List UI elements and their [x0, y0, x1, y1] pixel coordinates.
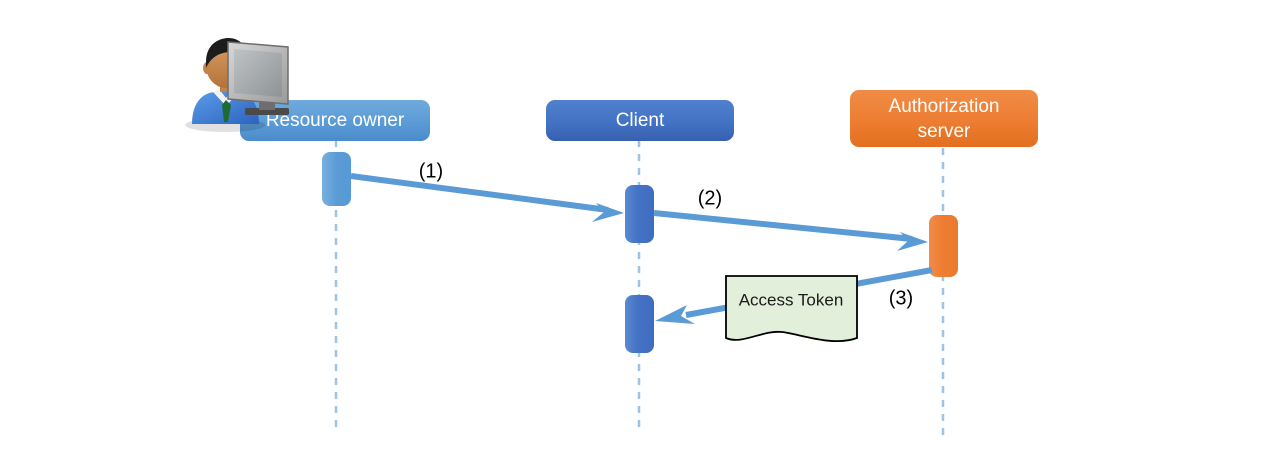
message-arrow-1[interactable]: (1)	[350, 160, 624, 222]
participant-authorization-server[interactable]: Authorization server	[850, 90, 1038, 147]
message-line-2	[653, 210, 913, 242]
message-arrowhead-2	[897, 232, 928, 251]
message-arrowhead-1	[592, 203, 624, 222]
activation-auth-server[interactable]	[929, 215, 958, 277]
message-label-1: (1)	[419, 160, 443, 182]
activation-bars	[322, 152, 958, 353]
participant-label-authorization-server-line1: Authorization	[889, 96, 1000, 117]
message-arrowhead-3	[655, 305, 695, 324]
note-access-token[interactable]: Access Token	[725, 275, 858, 343]
activation-resource-owner[interactable]	[322, 152, 351, 206]
note-shape-access-token	[725, 275, 858, 343]
note-label-access-token: Access Token	[739, 290, 844, 309]
participant-label-resource-owner: Resource owner	[266, 110, 405, 131]
participant-label-client: Client	[616, 110, 665, 131]
participant-box-authorization-server[interactable]	[850, 90, 1038, 147]
message-label-2: (2)	[698, 187, 722, 209]
message-line-1	[350, 173, 609, 213]
user-at-computer-icon	[185, 38, 289, 132]
activation-client-bottom[interactable]	[625, 295, 654, 353]
activation-client-top[interactable]	[625, 185, 654, 243]
message-label-3: (3)	[889, 287, 913, 309]
message-arrow-2[interactable]: (2)	[653, 187, 928, 251]
participant-label-authorization-server-line2: server	[918, 121, 971, 142]
participant-box-client[interactable]	[546, 100, 734, 141]
participant-client[interactable]: Client	[546, 100, 734, 141]
